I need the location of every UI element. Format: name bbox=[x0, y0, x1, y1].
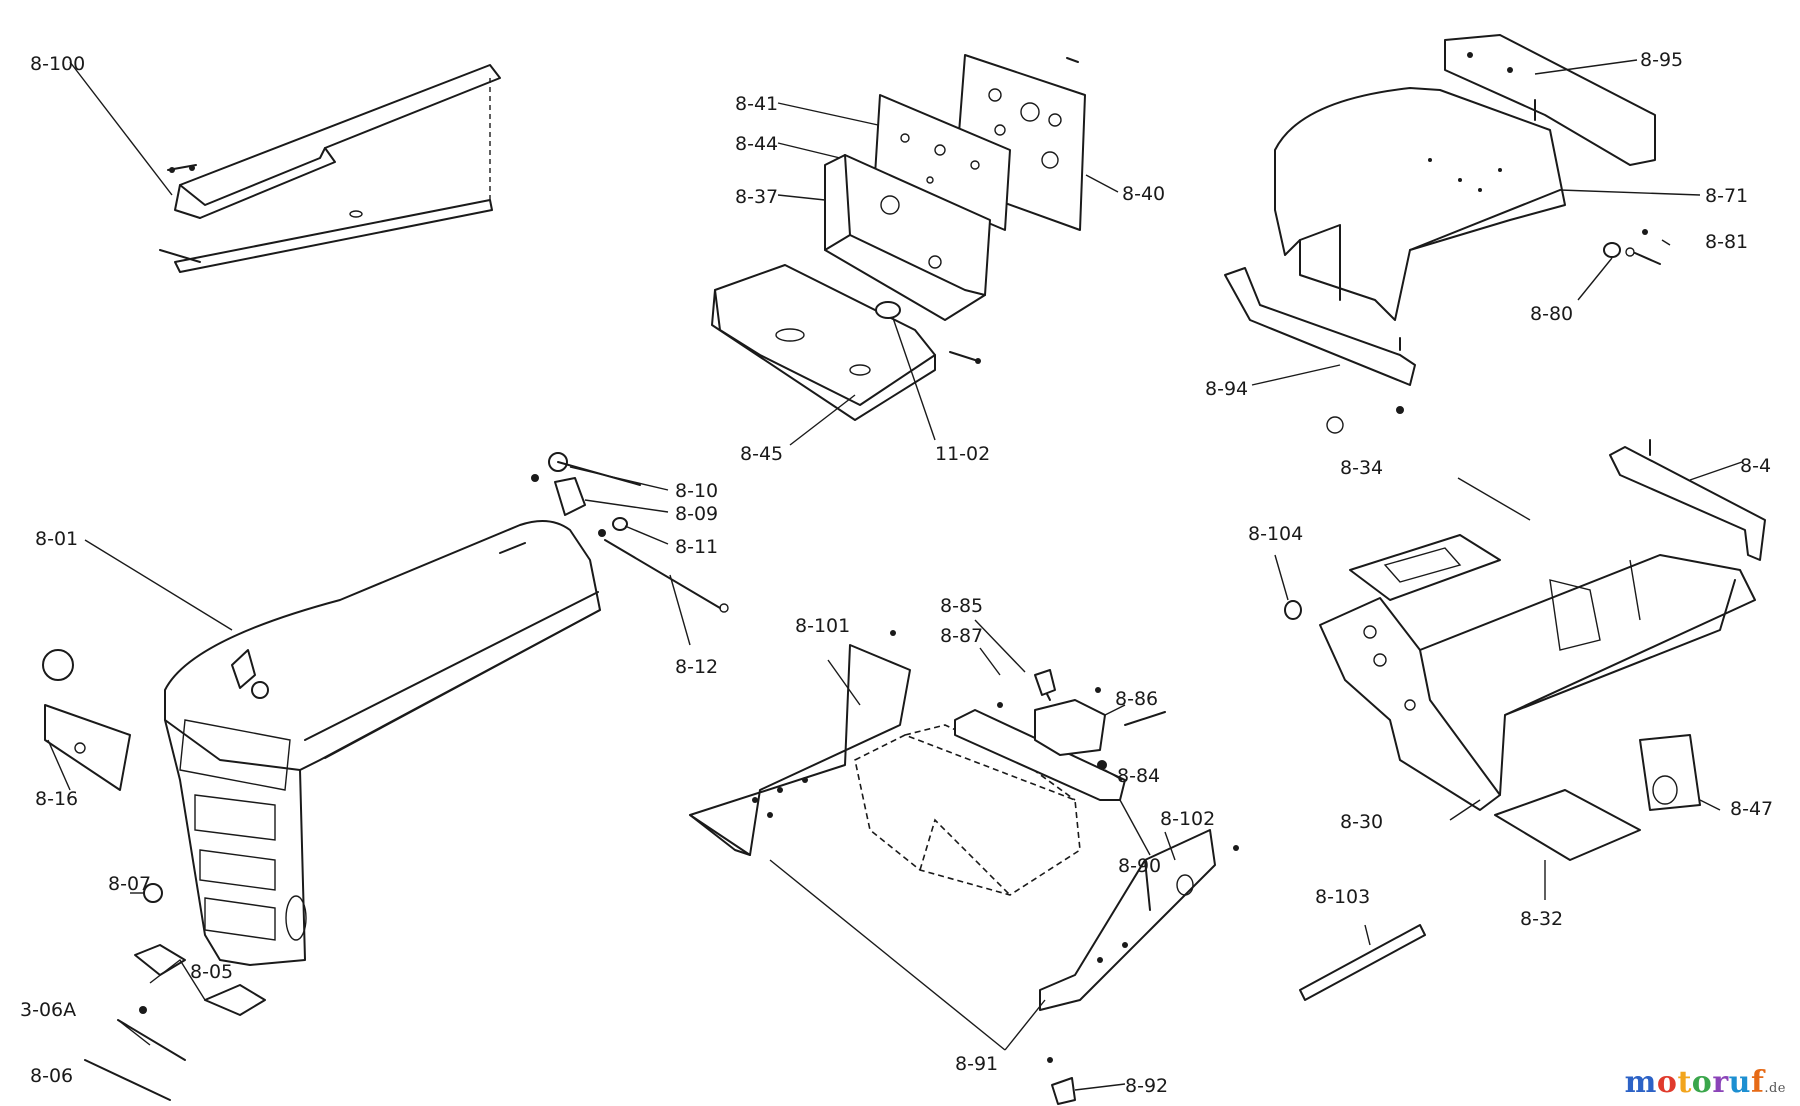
part-labels: 8-100 8-41 8-44 8-37 8-40 8-45 11-02 8-9… bbox=[20, 49, 1773, 1097]
label-8-103: 8-103 bbox=[1315, 886, 1370, 908]
motoruf-logo: motoruf.de bbox=[1625, 1065, 1786, 1100]
label-8-86: 8-86 bbox=[1115, 688, 1158, 710]
label-8-10: 8-10 bbox=[675, 480, 718, 502]
label-8-34: 8-34 bbox=[1340, 457, 1383, 479]
label-8-11: 8-11 bbox=[675, 536, 718, 558]
part-hood-8-01 bbox=[84, 520, 601, 1101]
label-8-07: 8-07 bbox=[108, 873, 151, 895]
label-8-32: 8-32 bbox=[1520, 908, 1563, 930]
label-8-80: 8-80 bbox=[1530, 303, 1573, 325]
part-brace-8-100 bbox=[159, 64, 501, 273]
part-fender-8-71 bbox=[1224, 34, 1661, 434]
logo-tld: .de bbox=[1764, 1081, 1786, 1096]
label-8-95: 8-95 bbox=[1640, 49, 1683, 71]
label-8-40: 8-40 bbox=[1122, 183, 1165, 205]
label-8-81: 8-81 bbox=[1705, 231, 1748, 253]
label-8-102: 8-102 bbox=[1160, 808, 1215, 830]
logo-letter: r bbox=[1712, 1065, 1729, 1100]
label-8-09: 8-09 bbox=[675, 503, 718, 525]
label-8-87: 8-87 bbox=[940, 625, 983, 647]
label-8-41: 8-41 bbox=[735, 93, 778, 115]
logo-letter: f bbox=[1750, 1065, 1765, 1100]
logo-letter: t bbox=[1677, 1065, 1692, 1100]
label-8-90: 8-90 bbox=[1118, 855, 1161, 877]
label-8-91: 8-91 bbox=[955, 1053, 998, 1075]
label-8-94: 8-94 bbox=[1205, 378, 1248, 400]
label-8-71: 8-71 bbox=[1705, 185, 1748, 207]
label-8-06: 8-06 bbox=[30, 1065, 73, 1087]
label-8-37: 8-37 bbox=[735, 186, 778, 208]
label-8-85: 8-85 bbox=[940, 595, 983, 617]
label-8-100: 8-100 bbox=[30, 53, 85, 75]
part-hood-rod bbox=[531, 452, 729, 613]
label-8-104: 8-104 bbox=[1248, 523, 1303, 545]
label-8-101: 8-101 bbox=[795, 615, 850, 637]
leader-lines bbox=[47, 59, 1743, 1091]
label-8-12: 8-12 bbox=[675, 656, 718, 678]
label-8-45: 8-45 bbox=[740, 443, 783, 465]
label-8-47: 8-47 bbox=[1730, 798, 1773, 820]
logo-letter: u bbox=[1728, 1065, 1751, 1100]
label-8-44: 8-44 bbox=[735, 133, 778, 155]
label-8-4: 8-4 bbox=[1740, 455, 1771, 477]
label-8-16: 8-16 bbox=[35, 788, 78, 810]
logo-letter: o bbox=[1656, 1065, 1678, 1100]
part-frame-8-30 bbox=[1284, 439, 1766, 1001]
part-bracket-8-16 bbox=[42, 649, 131, 791]
label-11-02: 11-02 bbox=[935, 443, 990, 465]
logo-letter: o bbox=[1691, 1065, 1713, 1100]
label-3-06A: 3-06A bbox=[20, 999, 76, 1021]
label-8-05: 8-05 bbox=[190, 961, 233, 983]
label-8-30: 8-30 bbox=[1340, 811, 1383, 833]
part-dash-housing bbox=[711, 54, 1086, 421]
logo-letter: m bbox=[1624, 1065, 1657, 1100]
label-8-84: 8-84 bbox=[1117, 765, 1160, 787]
label-8-01: 8-01 bbox=[35, 528, 78, 550]
logo-text: motoruf bbox=[1625, 1065, 1765, 1100]
label-8-92: 8-92 bbox=[1125, 1075, 1168, 1097]
